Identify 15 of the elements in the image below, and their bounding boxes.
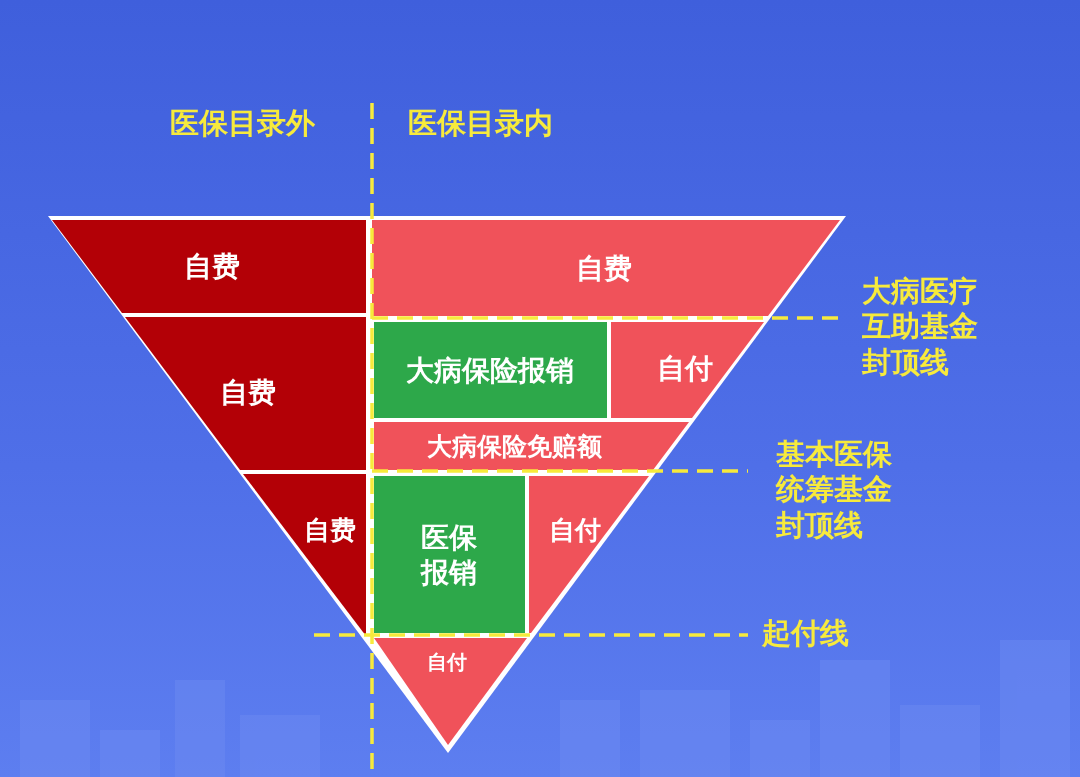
- segment-label: 自付: [657, 350, 713, 386]
- boundary-label: 医保目录内: [408, 106, 553, 142]
- segment-label: 大病保险报销: [406, 352, 574, 388]
- segment-label: 自费: [576, 250, 632, 286]
- segment-label: 医保报销: [419, 520, 478, 590]
- boundary-label: 基本医保统筹基金封顶线: [776, 437, 893, 544]
- segment-label: 自付: [549, 513, 601, 547]
- boundary-label: 起付线: [762, 616, 849, 652]
- segment-label: 自付: [427, 649, 467, 675]
- segment-label: 自费: [184, 248, 240, 284]
- segment-label: 大病保险免赔额: [426, 431, 602, 463]
- segment-label: 自费: [220, 374, 276, 410]
- boundary-label: 医保目录外: [170, 106, 315, 142]
- boundary-label: 大病医疗互助基金封顶线: [862, 274, 979, 381]
- segment-label: 自费: [304, 513, 356, 547]
